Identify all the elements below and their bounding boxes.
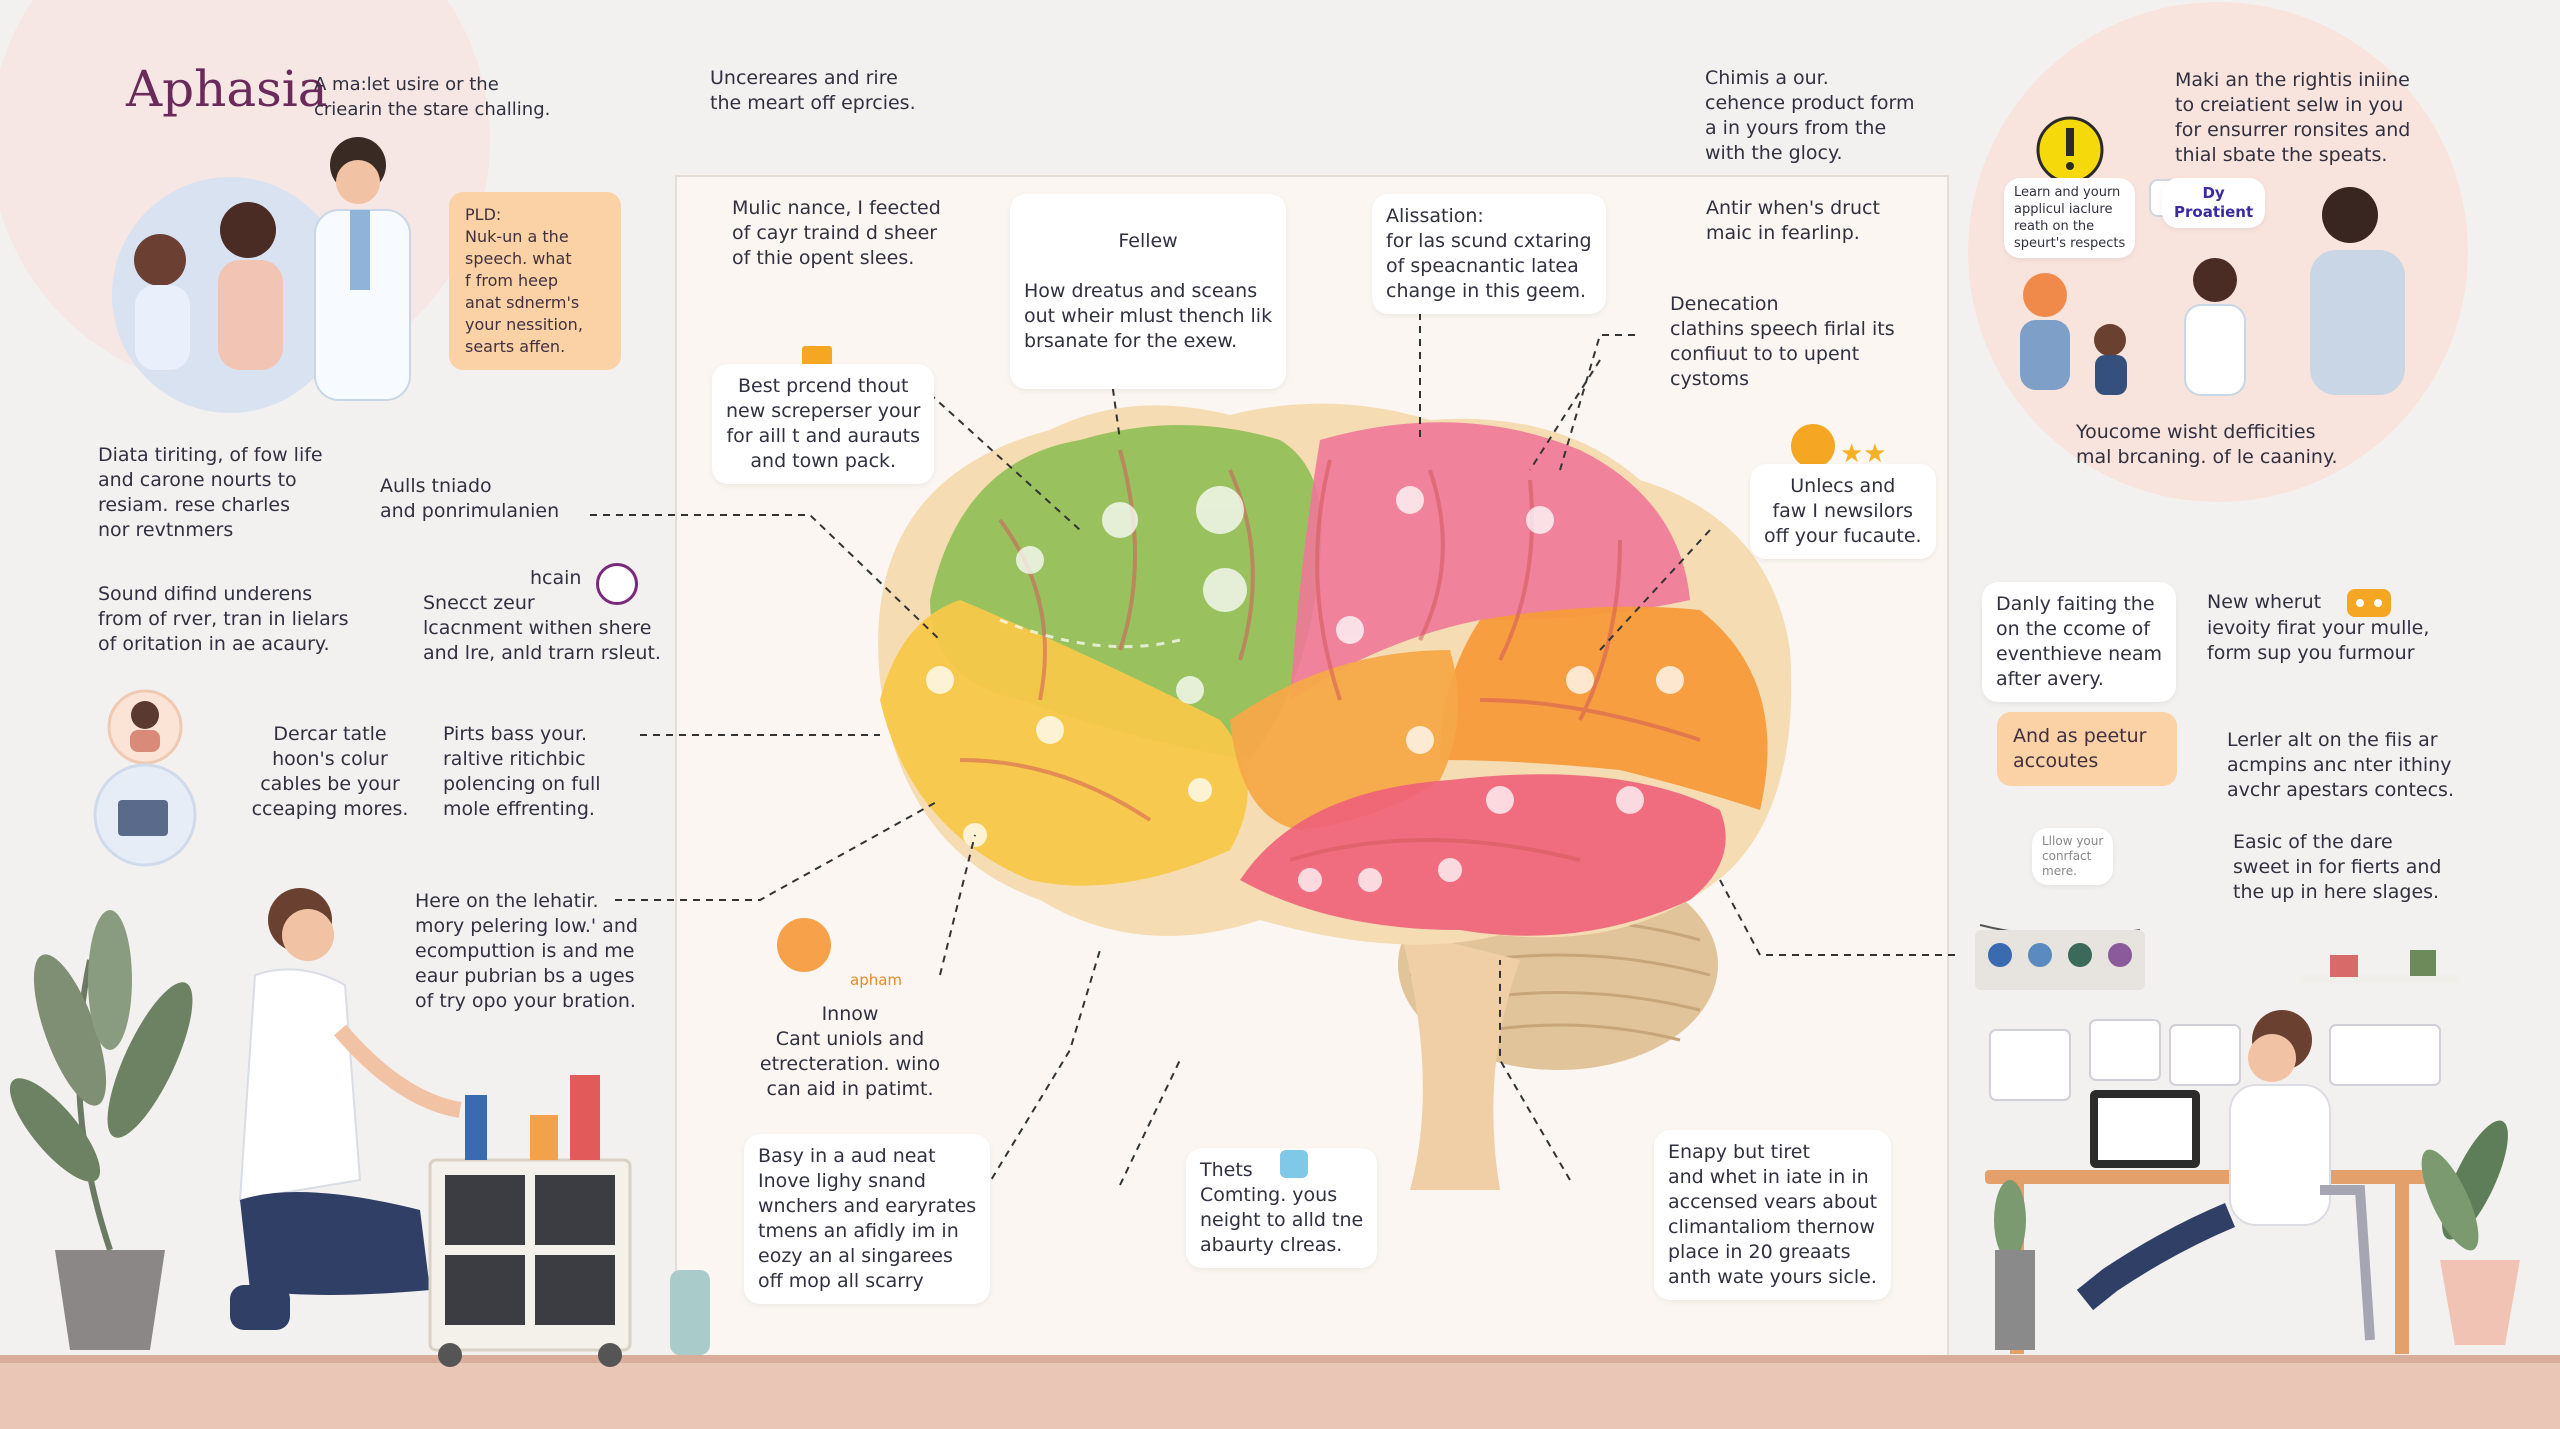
right-text-3: New wherut [2207, 591, 2322, 613]
heart-icon [596, 563, 638, 605]
lower-frontal-region [880, 600, 1248, 886]
right-text-5: Lllow your conrfact mere. [2032, 828, 2114, 885]
top-text-1: Uncereares and rire the meart off eprcie… [710, 67, 916, 114]
chat-icon [2347, 589, 2391, 617]
brain-label-10: Thets Comting. yous neight to alld tne a… [1186, 1148, 1378, 1268]
right-text-2: Danly faiting the on the ccome of eventh… [1982, 582, 2176, 702]
brain-label-4: Antir when's druct maic in fearlinp. [1706, 197, 1880, 244]
left-text-4: Aulls tniado and ponrimulanien [380, 475, 560, 522]
right-text-1: Youcome wisht defficities mal brcaning. … [2076, 421, 2338, 468]
brain-label-8: Innow Cant uniols and etrecteration. win… [759, 1003, 941, 1100]
brain-label-3: Alissation: for las scund cxtaring of sp… [1372, 194, 1606, 314]
brain-folds [959, 449, 1701, 862]
left-text-5: Snecct zeur lcacnment withen shere and l… [423, 592, 661, 664]
brain-label-2-head: Fellew [1118, 230, 1178, 252]
left-text-1: Diata tiriting, of fow life and carone n… [98, 444, 323, 541]
left-text-6: Pirts bass your. raltive ritichbic polen… [443, 723, 601, 820]
floor [0, 1355, 2560, 1429]
right-text-3b: ievoity firat your mulle, form sup you f… [2207, 617, 2430, 664]
brain-label-1: Mulic nance, I feected of cayr traind d … [732, 197, 941, 269]
desk-scene [1975, 924, 2520, 1354]
group-icon [1791, 424, 1835, 468]
right-text-4: Lerler alt on the fiis ar acmpins anc nt… [2227, 729, 2454, 801]
left-text-5-head: hcain [530, 567, 582, 589]
page-title: Aphasia [126, 60, 328, 118]
left-text-3: Dercar tatle hoon's colur cables be your… [251, 723, 409, 820]
left-text-2: Sound difind underens from of rver, tran… [98, 583, 349, 655]
right-text-6: Easic of the dare sweet in for fierts an… [2233, 831, 2442, 903]
peach-card: And as peetur accoutes [1997, 712, 2177, 786]
mini-card-2: Dy Proatient [2162, 178, 2266, 228]
brain-label-7: Unlecs and faw I newsilors off your fuca… [1750, 464, 1936, 559]
brain-label-5: Denecation clathins speech firlal its co… [1670, 293, 1895, 390]
brain-illustration [878, 403, 1792, 1190]
doctor-consult-scene [112, 137, 411, 413]
left-text-7: Here on the lehatir. mory pelering low.'… [415, 890, 638, 1012]
slp-speech-bubble: PLD: Nuk-un a the speech. what f from he… [449, 192, 621, 370]
portrait-icon [1280, 1150, 1308, 1178]
floor-edge [0, 1355, 2560, 1363]
brain-label-9: Basy in a aud neat Inove lighy snand wnc… [744, 1134, 991, 1304]
brain-label-11: Enapy but tiret and whet in iate in in a… [1654, 1130, 1892, 1300]
therapist-figure [230, 888, 462, 1330]
brain-label-2-body: How dreatus and sceans out wheir mlust t… [1024, 280, 1273, 352]
mini-card-1: Learn and yourn applicul iaclure reath o… [2004, 178, 2136, 258]
child-avatar-icon [777, 918, 831, 972]
brain-label-8-tag: apham [850, 971, 903, 989]
plant-left [9, 910, 193, 1350]
temporal-lobe [1240, 774, 1726, 936]
brain-dashed-path [999, 618, 1181, 649]
top-text-2: Chimis a our. cehence product form a in … [1705, 67, 1915, 164]
brain-label-2: Fellew How dreatus and sceans out wheir … [1010, 194, 1287, 389]
mail-icon [802, 346, 832, 368]
brain-label-6: Best prcend thout new screperser your fo… [712, 364, 935, 484]
occipital-lobe [1440, 606, 1768, 810]
parietal-lobe [1290, 422, 1690, 700]
toy-cart [428, 1075, 710, 1367]
brain-icons [926, 486, 1684, 892]
page-subtitle: A ma:let usire or the criearin the stare… [314, 74, 551, 120]
top-text-3: Maki an the rightis iniine to creiatient… [2175, 69, 2411, 166]
brain-stem [1400, 930, 1520, 1190]
central-region [1230, 650, 1458, 830]
